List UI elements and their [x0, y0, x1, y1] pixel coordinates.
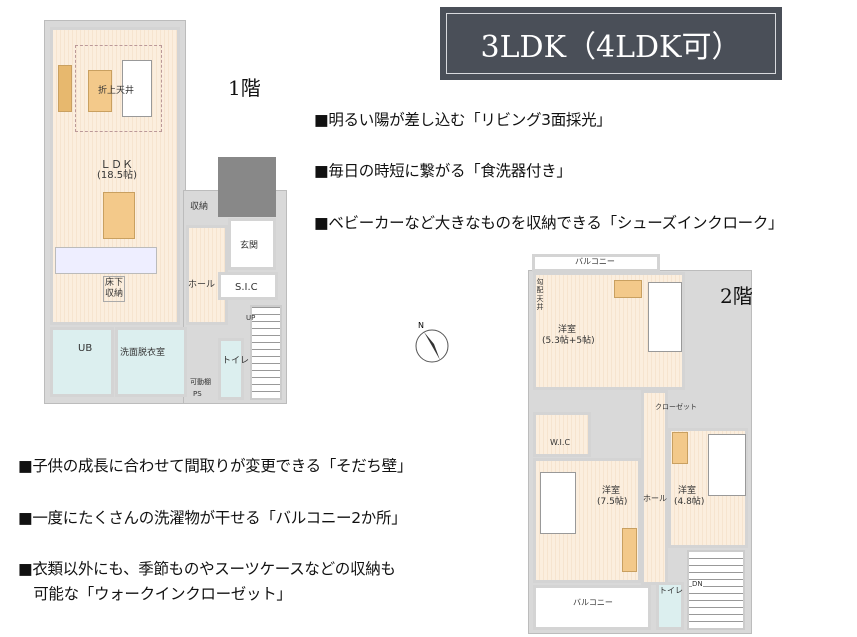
ldk-label: ＬＤＫ — [100, 158, 133, 171]
balcony-top — [532, 254, 660, 272]
ub-label: UB — [78, 343, 93, 354]
raised-ceiling-outline — [75, 45, 162, 132]
sic-room — [218, 272, 278, 300]
washroom — [115, 327, 187, 397]
ceiling-label: 折上天井 — [98, 86, 135, 96]
toilet2-label: トイレ — [659, 586, 683, 595]
underfloor-storage: 床下収納 — [103, 276, 126, 302]
feature-item: ■ベビーカーなど大きなものを収納できる「シューズインクローク」 — [314, 214, 784, 232]
room1-size: (5.3帖+5帖) — [542, 336, 595, 346]
stairs2 — [687, 550, 745, 630]
feature-item: ■一度にたくさんの洗濯物が干せる「バルコニー2か所」 — [18, 509, 407, 527]
closet-label: クローゼット — [655, 403, 697, 411]
living-table — [88, 70, 112, 112]
toilet1-room — [218, 338, 244, 400]
balcony-top-label: バルコニー — [575, 257, 615, 266]
ub-room — [50, 327, 114, 397]
room3-label: 洋室 — [678, 486, 697, 496]
balcony-bottom-label: バルコニー — [573, 598, 613, 607]
wic-room — [533, 412, 591, 457]
balcony-bottom — [533, 585, 651, 630]
hall2-room — [641, 390, 668, 585]
toilet1-label: トイレ — [222, 356, 250, 366]
bed — [708, 434, 746, 496]
dn-label: DN — [692, 580, 703, 589]
sloped-ceiling-label: 勾配天井 — [536, 278, 544, 312]
feature-item: ■子供の成長に合わせて間取りが変更できる「そだち壁」 — [18, 457, 413, 475]
north-compass-icon: N — [412, 318, 452, 368]
bed — [648, 282, 682, 352]
entrance-floor — [218, 157, 276, 217]
ldk-size: (18.5帖) — [97, 170, 138, 181]
toilet2-room — [656, 582, 684, 630]
feature-item: ■毎日の時短に繋がる「食洗器付き」 — [314, 162, 572, 180]
underfloor-storage-label: 収納 — [105, 288, 124, 299]
desk — [614, 280, 642, 298]
title-banner: 3LDK（4LDK可） — [440, 7, 782, 80]
floor2-label: 2階 — [720, 284, 753, 308]
sofa — [122, 60, 152, 117]
wic-label: W.I.C — [550, 438, 571, 447]
entrance-room — [228, 218, 276, 270]
feature-item: ■衣類以外にも、季節ものやスーツケースなどの収納も — [18, 560, 396, 578]
up-label: UP — [246, 314, 256, 322]
floor1-label: 1階 — [228, 76, 261, 100]
washroom-label: 洗面脱衣室 — [120, 348, 166, 358]
dining-table — [103, 192, 135, 239]
title-text: 3LDK（4LDK可） — [446, 13, 776, 74]
bed — [540, 472, 576, 534]
hall2-label: ホール — [643, 494, 667, 503]
room2-label: 洋室 — [602, 486, 621, 496]
room1-label: 洋室 — [558, 325, 577, 335]
entrance-label: 玄関 — [240, 241, 259, 251]
ps-label: PS — [193, 390, 202, 398]
room2-size: (7.5帖) — [597, 497, 628, 507]
hall1-label: ホール — [188, 280, 216, 290]
storage-label: 収納 — [190, 202, 209, 212]
shelf-label: 可動棚 — [190, 378, 211, 386]
room3-size: (4.8帖) — [674, 497, 705, 507]
feature-item: ■明るい陽が差し込む「リビング3面採光」 — [314, 111, 612, 129]
svg-text:N: N — [418, 321, 424, 330]
kitchen-counter — [55, 247, 157, 274]
tv-board — [58, 65, 72, 112]
feature-item: 可能な「ウォークインクローゼット」 — [18, 585, 292, 603]
underfloor-label: 床下 — [105, 278, 124, 288]
stairs1 — [250, 305, 282, 400]
desk — [672, 432, 688, 464]
wardrobe — [622, 528, 637, 572]
sic-label: S.I.C — [235, 282, 258, 293]
